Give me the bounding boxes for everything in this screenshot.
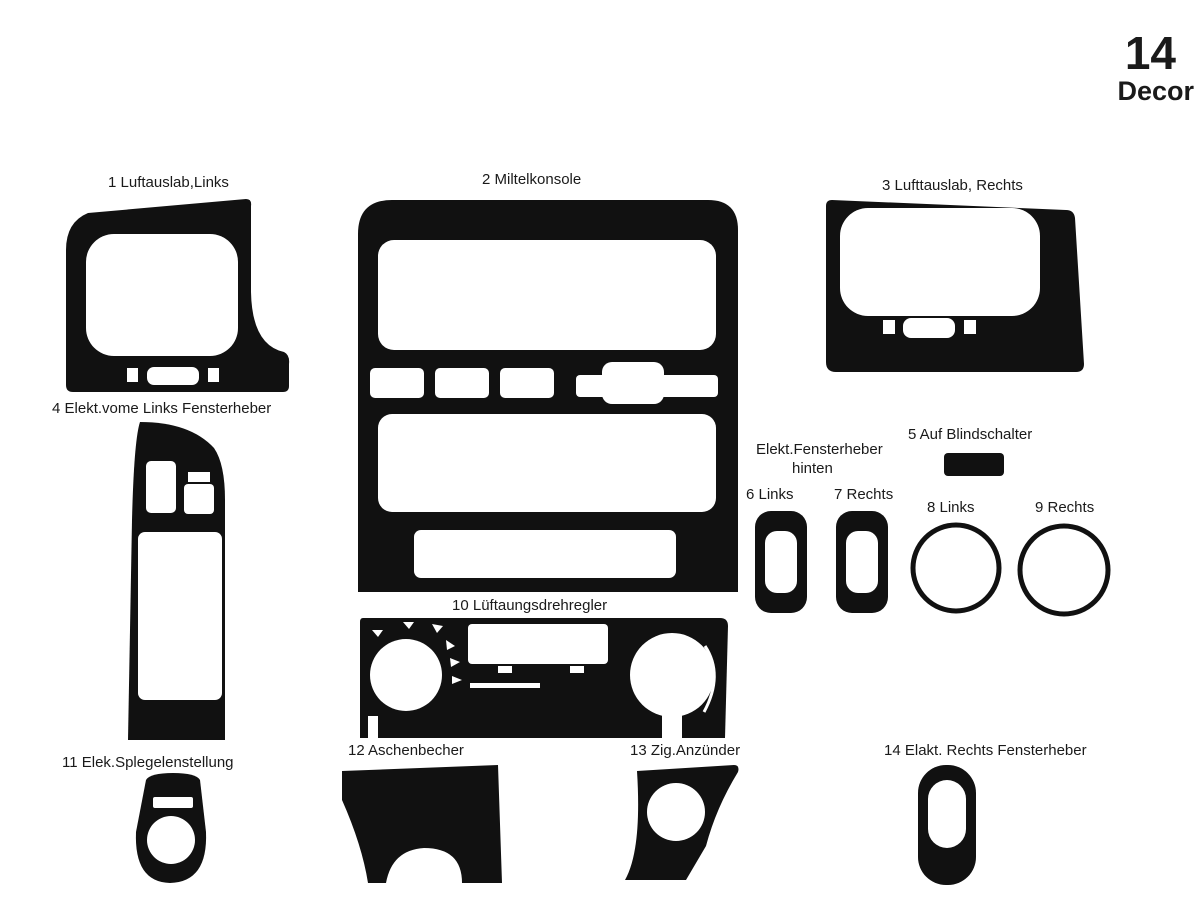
label-part-6: 6 Links (746, 486, 794, 503)
label-part-9: 9 Rechts (1035, 499, 1095, 516)
part-11-mirror-switch (135, 773, 207, 883)
label-part-10: 10 Lüftaungsdrehregler (452, 597, 608, 614)
label-part-4: 4 Elekt.vome Links Fensterheber (52, 400, 272, 417)
label-part-8: 8 Links (927, 499, 975, 516)
decor-count: 14 (1124, 27, 1176, 79)
label-part-3: 3 Lufttauslab, Rechts (882, 177, 1023, 194)
part-12-ashtray (342, 765, 502, 883)
label-part-1: 1 Luftauslab,Links (108, 174, 229, 191)
part-3-right-vent (826, 200, 1084, 372)
label-part-11: 11 Elek.Splegelenstellung (62, 754, 234, 771)
label-group-rear-windows-2: hinten (792, 460, 833, 477)
label-part-2: 2 Miltelkonsole (482, 171, 582, 188)
label-part-12: 12 Aschenbecher (348, 742, 464, 759)
label-group-rear-windows: Elekt.Fensterheber (756, 441, 883, 458)
part-4-left-window-switch (128, 422, 225, 740)
part-13-lighter (625, 765, 739, 880)
part-2-center-console (358, 200, 738, 592)
part-5-blind-switch (944, 453, 1004, 476)
part-14-right-window-switch (918, 765, 976, 885)
label-part-13: 13 Zig.Anzünder (630, 742, 741, 759)
part-8-left-ring (910, 522, 1002, 614)
part-7-rear-right-switch (836, 511, 888, 613)
part-1-left-vent (66, 199, 290, 392)
part-9-right-ring (1017, 523, 1111, 617)
label-part-7: 7 Rechts (834, 486, 894, 503)
part-6-rear-left-switch (755, 511, 807, 613)
part-10-heater-controls (360, 618, 728, 740)
decor-word: Decor (1117, 76, 1194, 106)
label-part-14: 14 Elakt. Rechts Fensterheber (884, 742, 1087, 759)
label-part-5: 5 Auf Blindschalter (908, 426, 1033, 443)
